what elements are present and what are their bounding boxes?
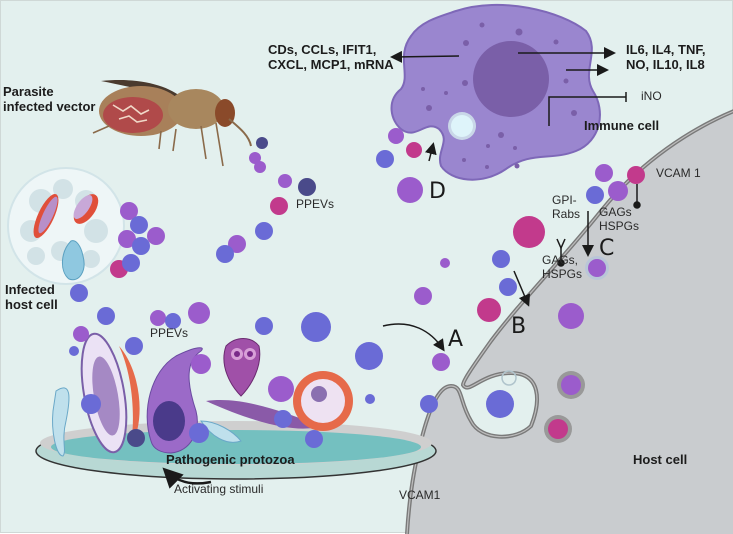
immune-signaling-arrows	[390, 47, 627, 162]
ppev-vesicles	[69, 128, 645, 448]
immune-cell	[390, 3, 601, 181]
pathway-d-label: D	[429, 179, 446, 204]
gpi-rabs-label: GPI- Rabs	[552, 193, 581, 221]
ppevs-label-bottom: PPEVs	[150, 326, 189, 340]
gags-hspgs-lower-label: GAGs, HSPGs	[542, 253, 583, 281]
tsetse-fly	[92, 80, 252, 167]
pathway-b-label: B	[511, 314, 527, 339]
infected-host-cell-label: Infected host cell	[5, 282, 58, 312]
gags-hspgs-upper-label: GAGs HSPGs	[599, 205, 640, 233]
vcam1-label-bottom: VCAM1	[399, 488, 441, 502]
parasite-vector-label: Parasite infected vector	[3, 84, 96, 114]
vcam1-label-top: VCAM 1	[656, 166, 701, 180]
infected-tissue	[7, 167, 125, 285]
endocytosed-vesicles	[486, 256, 609, 443]
left-cytokine-outputs: CDs, CCLs, IFIT1, CXCL, MCP1, mRNA	[268, 42, 394, 72]
pathway-c-label: C	[599, 236, 615, 261]
host-cell-label: Host cell	[633, 452, 688, 467]
ino-label: iNO	[641, 89, 662, 103]
protozoa-group	[52, 332, 353, 457]
activating-stimuli-label: Activating stimuli	[174, 482, 264, 496]
receptor-lines	[382, 184, 641, 352]
right-cytokine-outputs: IL6, IL4, TNF, NO, IL10, IL8	[626, 42, 706, 72]
ppevs-label-top: PPEVs	[296, 197, 335, 211]
immune-cell-label: Immune cell	[584, 118, 660, 133]
pathway-a-label: A	[448, 327, 464, 352]
pathogenic-protozoa-label: Pathogenic protozoa	[166, 452, 295, 467]
